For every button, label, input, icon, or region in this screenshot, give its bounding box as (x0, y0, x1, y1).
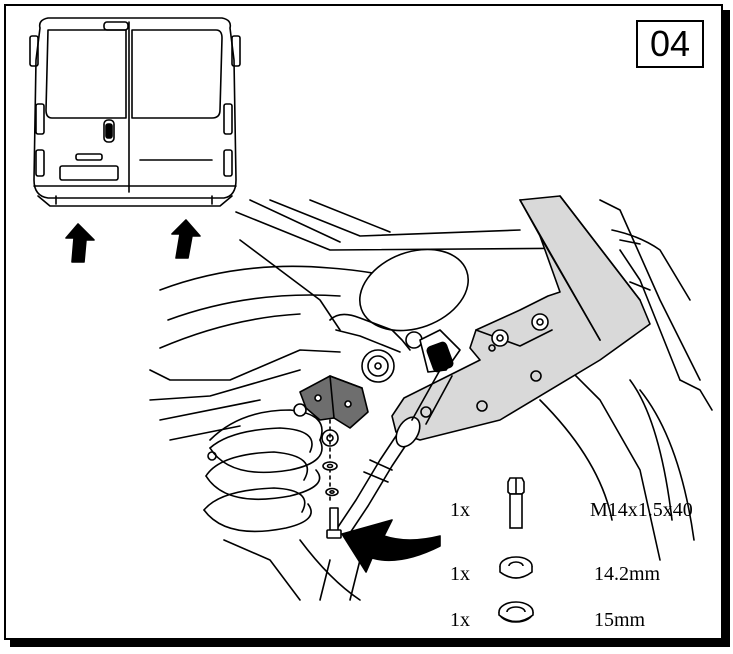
step-number-label: 04 (649, 23, 691, 64)
part-qty: 1x (450, 608, 470, 631)
part-row-bolt: 1x M14x1.5x40 (450, 477, 693, 530)
part-row-flat-washer: 1x 15mm (450, 600, 645, 640)
part-qty: 1x (450, 498, 470, 521)
part-qty: 1x (450, 562, 470, 585)
frame-shadow-bottom (10, 640, 730, 647)
frame-shadow-right (723, 10, 730, 647)
lift-point-arrows (65, 219, 201, 263)
part-row-spring-washer: 1x 14.2mm (450, 554, 660, 594)
step-number: 04 (636, 20, 704, 68)
coil-spring (203, 403, 339, 533)
control-rod (335, 369, 453, 537)
insert-bolt-arrow (341, 519, 441, 573)
spring-washer-icon (490, 554, 550, 594)
part-spec: 14.2mm (594, 562, 661, 585)
grommet (361, 349, 395, 383)
bolt-icon (490, 477, 550, 530)
exploded-bolt-assembly (322, 419, 342, 539)
small-bracket (299, 375, 369, 429)
bump-stop (329, 248, 470, 373)
part-spec: 15mm (594, 608, 646, 631)
part-spec: M14x1.5x40 (590, 498, 693, 521)
flat-washer-icon (490, 600, 550, 640)
van-rear-view (29, 17, 241, 207)
mounting-bracket (391, 195, 651, 441)
